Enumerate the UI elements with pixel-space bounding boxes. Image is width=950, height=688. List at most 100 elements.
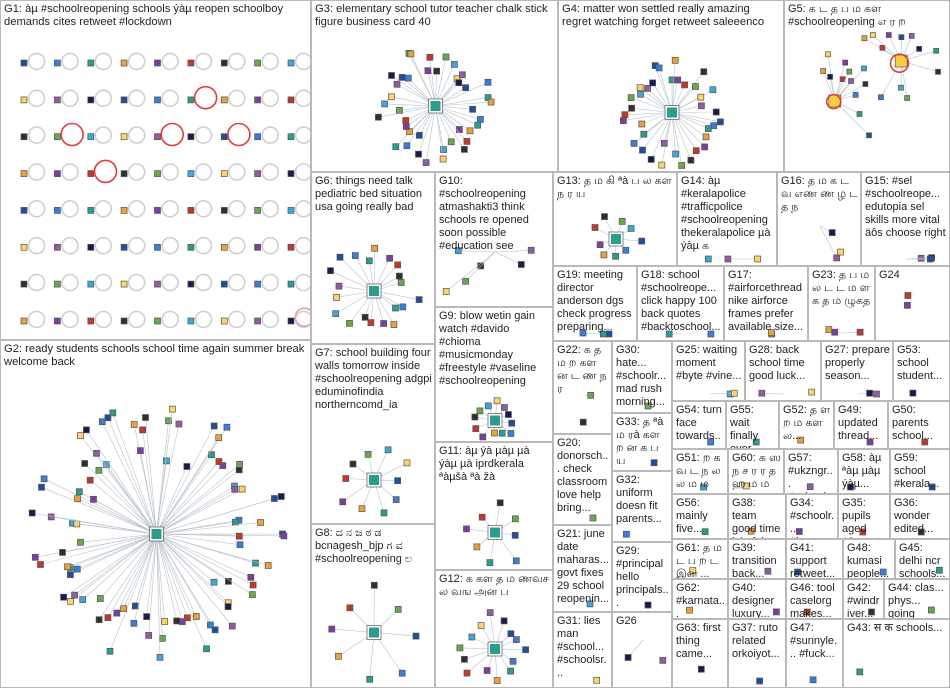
network-node[interactable] [94,450,100,456]
network-node[interactable] [204,646,210,652]
network-node[interactable] [675,77,681,83]
network-node[interactable] [255,281,261,287]
network-node[interactable] [162,619,168,625]
network-node[interactable] [404,143,410,149]
network-node[interactable] [131,620,137,626]
network-node[interactable] [334,294,340,300]
network-node[interactable] [693,148,699,154]
network-node[interactable] [74,566,80,572]
network-node[interactable] [236,533,242,539]
network-node[interactable] [838,249,844,255]
network-node[interactable] [698,94,704,100]
network-node[interactable] [155,134,161,140]
network-node[interactable] [905,293,911,299]
network-node[interactable] [408,51,414,57]
network-node[interactable] [188,134,194,140]
network-node[interactable] [121,134,127,140]
network-node[interactable] [21,244,27,250]
network-node[interactable] [673,151,679,157]
network-node[interactable] [381,321,387,327]
network-node[interactable] [329,626,335,632]
network-node[interactable] [216,435,222,441]
network-node[interactable] [137,448,143,454]
network-node[interactable] [821,69,826,74]
network-node[interactable] [288,134,294,140]
network-node[interactable] [359,506,365,512]
network-node[interactable] [221,207,227,213]
network-node[interactable] [391,322,397,328]
network-node[interactable] [399,74,405,80]
network-node[interactable] [725,256,731,262]
network-node[interactable] [371,582,377,588]
network-node[interactable] [623,247,629,253]
network-node[interactable] [405,75,411,81]
network-node[interactable] [121,171,127,177]
network-node[interactable] [188,60,194,66]
network-node[interactable] [757,678,763,684]
network-node[interactable] [121,318,127,324]
network-node[interactable] [96,467,102,473]
network-node[interactable] [613,253,619,259]
network-node[interactable] [473,426,479,432]
network-node[interactable] [188,281,194,287]
network-node[interactable] [639,238,645,244]
network-node[interactable] [60,549,66,555]
network-node[interactable] [448,139,454,145]
network-node[interactable] [832,329,838,335]
network-node[interactable] [159,635,165,641]
network-node[interactable] [492,430,498,436]
network-node[interactable] [75,496,81,502]
network-node[interactable] [398,280,404,286]
network-node[interactable] [464,670,470,676]
network-node[interactable] [96,617,102,623]
network-node[interactable] [463,85,469,91]
network-node[interactable] [155,281,161,287]
network-node[interactable] [188,244,194,250]
network-node[interactable] [909,33,914,38]
network-node[interactable] [494,398,500,404]
network-node[interactable] [477,116,483,122]
network-node[interactable] [619,218,625,224]
network-node[interactable] [425,68,431,74]
network-node[interactable] [88,318,94,324]
network-node[interactable] [21,60,27,66]
network-node[interactable] [140,427,146,433]
network-node[interactable] [335,653,341,659]
network-node[interactable] [255,97,261,103]
network-node[interactable] [440,156,446,162]
network-node[interactable] [485,403,491,409]
network-node[interactable] [155,60,161,66]
network-node[interactable] [474,544,480,550]
network-node[interactable] [211,423,217,429]
network-node[interactable] [336,283,342,289]
network-node[interactable] [250,582,256,588]
network-node[interactable] [755,256,761,262]
network-node[interactable] [249,592,255,598]
network-node[interactable] [221,244,227,250]
network-node[interactable] [54,97,60,103]
network-node[interactable] [641,131,647,137]
network-node[interactable] [288,60,294,66]
network-node[interactable] [701,69,707,75]
network-node[interactable] [278,494,284,500]
network-node[interactable] [221,171,227,177]
network-node[interactable] [169,406,175,412]
network-node[interactable] [54,134,60,140]
network-node[interactable] [396,107,402,113]
network-node[interactable] [143,415,149,421]
network-node[interactable] [927,256,933,262]
network-node[interactable] [54,318,60,324]
network-node[interactable] [381,510,387,516]
network-node[interactable] [54,171,60,177]
network-node[interactable] [146,632,152,638]
network-node[interactable] [659,162,665,168]
network-node[interactable] [65,564,71,570]
network-node[interactable] [810,677,816,683]
network-node[interactable] [78,539,84,545]
network-node[interactable] [867,133,872,138]
network-node[interactable] [350,461,356,467]
network-node[interactable] [622,112,628,118]
network-node[interactable] [843,60,848,65]
network-node[interactable] [910,390,916,396]
network-node[interactable] [905,96,910,101]
